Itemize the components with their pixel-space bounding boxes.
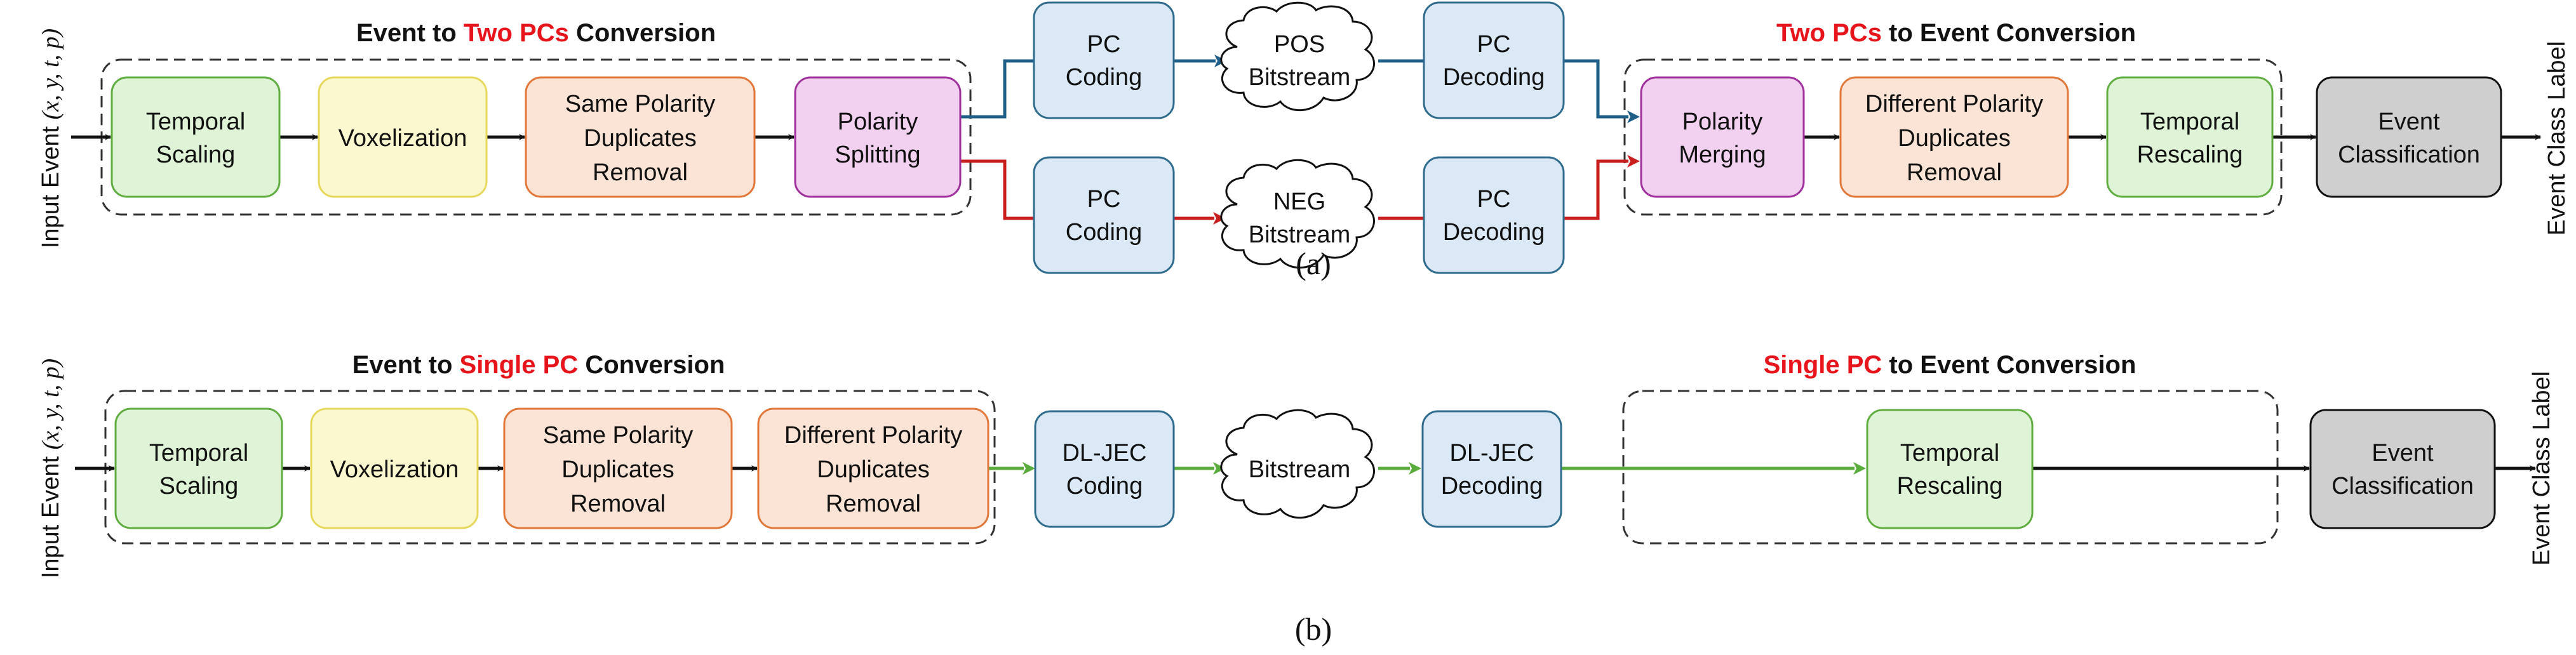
svg-text:Voxelization: Voxelization (339, 125, 467, 152)
panel-a-caption: (a) (1296, 246, 1331, 281)
panel-b: Input Event (x, y, t, p) Event Class Lab… (37, 351, 2555, 647)
panel-b-green-arrowheads (1023, 462, 1866, 475)
two-pcs-to-event-group (1623, 58, 2283, 216)
svg-text:Voxelization: Voxelization (330, 456, 459, 483)
panel-b-input-label: Input Event (x, y, t, p) (37, 359, 64, 578)
panel-a-arrows (71, 59, 2541, 220)
panel-b-caption: (b) (1295, 611, 1332, 647)
two-pcs-to-event-heading: Two PCs to Event Conversion (1776, 19, 2136, 47)
single-pc-to-event-heading: Single PC to Event Conversion (1764, 351, 2137, 379)
bitstream-cloud: Bitstream (1220, 409, 1375, 519)
voxelization-block: Voxelization (318, 76, 488, 198)
panel-a-output-label: Event Class Label (2544, 41, 2570, 235)
svg-text:Bitstream: Bitstream (1249, 456, 1350, 483)
event-to-single-pc-heading: Event to Single PC Conversion (352, 351, 725, 379)
event-to-two-pcs-heading: Event to Two PCs Conversion (356, 19, 716, 47)
voxelization-block-b: Voxelization (310, 407, 479, 529)
panel-a: Input Event (x, y, t, p) Event Class Lab… (37, 1, 2570, 281)
panel-a-input-label: Input Event (x, y, t, p) (37, 29, 64, 248)
